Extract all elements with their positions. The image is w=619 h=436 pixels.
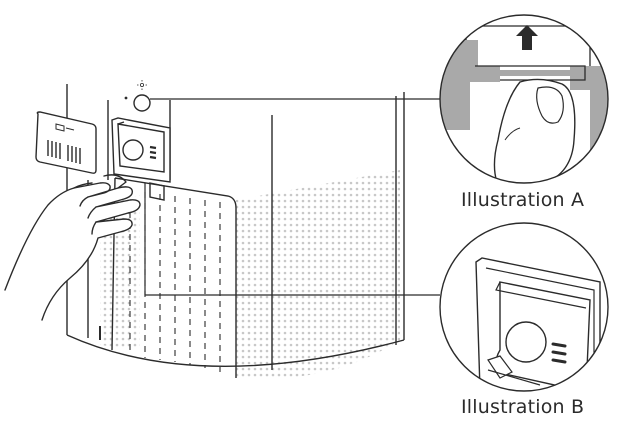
power-button xyxy=(133,94,151,112)
sensor-lens xyxy=(122,139,144,161)
light-indicator-icon xyxy=(124,80,147,100)
filter-panel-outline xyxy=(114,177,237,378)
gray-housing-right xyxy=(570,66,608,150)
up-arrow-icon xyxy=(516,25,538,50)
illustration-a-frame xyxy=(439,14,609,184)
illustration-b-caption: Illustration B xyxy=(461,396,585,418)
sensor-vents-b xyxy=(551,342,567,364)
filter-slats xyxy=(129,190,221,372)
leader-to-b xyxy=(144,183,440,296)
leader-lines xyxy=(144,98,440,296)
illustration-a-caption: Illustration A xyxy=(461,189,585,211)
illustration-b xyxy=(439,222,609,392)
thumb xyxy=(493,78,576,183)
sensor-vents xyxy=(149,145,157,160)
gray-housing-left xyxy=(440,40,500,130)
grille-right xyxy=(236,170,400,379)
body-bottom-curve xyxy=(66,334,405,368)
latch-tab xyxy=(149,182,165,201)
removed-cover xyxy=(35,111,97,174)
gray-lip xyxy=(500,70,580,76)
cover-logo xyxy=(55,123,75,132)
illustration-a xyxy=(439,14,609,184)
thumbnail xyxy=(536,86,564,124)
sensor-lens-b xyxy=(505,321,547,363)
hand-illustration xyxy=(4,174,141,321)
sensor-compartment xyxy=(111,117,171,183)
illustration-b-frame xyxy=(439,222,609,392)
cover-vents xyxy=(47,140,81,164)
